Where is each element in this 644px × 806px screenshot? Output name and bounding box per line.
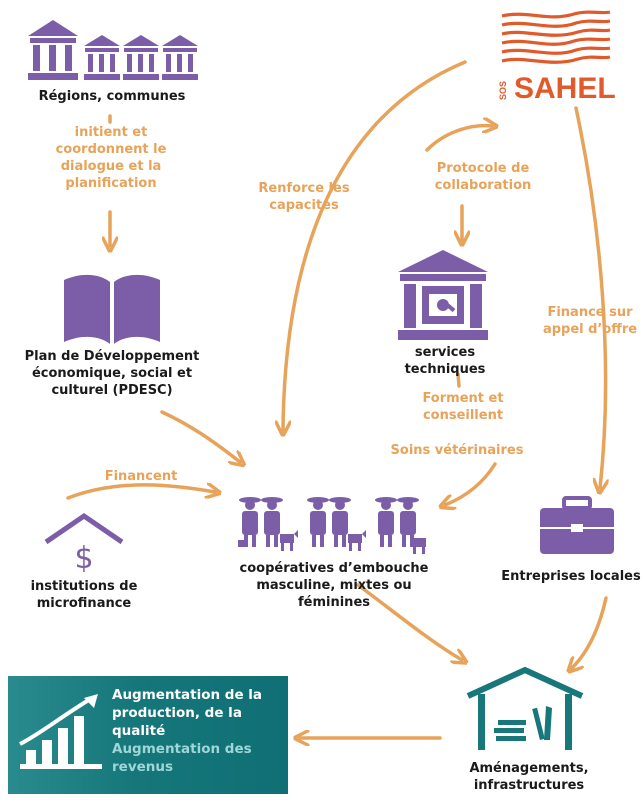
forment-label: Forment et conseillent <box>422 391 504 423</box>
svg-text:$: $ <box>74 541 93 572</box>
result-line-revenus: Augmentation des revenus <box>112 741 252 775</box>
renforce-label: Renforce les capacités <box>258 181 350 213</box>
financent-label: Financent <box>104 469 178 484</box>
toolbox-building-icon <box>398 250 488 340</box>
arrow-finance-entreprises <box>574 106 606 488</box>
growth-chart-icon <box>19 694 102 769</box>
result-text: Augmentation de la production, de la qua… <box>112 686 288 776</box>
initient-label: initient et coordonnent le dialogue et l… <box>55 125 167 191</box>
logo-prefix: SOS <box>498 80 508 100</box>
arrow-financent <box>66 485 215 498</box>
result-box: Augmentation de la production, de la qua… <box>8 676 288 794</box>
sos-sahel-logo: SOS SAHEL <box>498 8 616 108</box>
arrow-entreprises-amenag <box>572 596 608 668</box>
arrow-pdesc-coop <box>160 410 240 462</box>
dollar-house-icon: $ <box>44 512 124 572</box>
book-icon <box>64 274 160 344</box>
regions-label: Régions, communes <box>38 89 186 104</box>
cooperatives-people-livestock-icon <box>238 497 426 554</box>
services-label: services techniques <box>404 345 486 377</box>
arrow-services-tick <box>456 372 461 388</box>
warehouse-tools-icon <box>466 666 584 750</box>
soins-label: Soins vétérinaires <box>390 443 524 458</box>
arrow-protocole-up <box>425 126 492 152</box>
arrow-renforce <box>283 60 467 430</box>
finance-appel-label: Finance sur appel d’offre <box>542 305 638 337</box>
government-buildings-icon <box>28 20 198 80</box>
briefcase-icon <box>540 496 614 554</box>
arrow-forment <box>445 462 497 505</box>
cooperatives-label: coopératives d’embouche masculine, mixte… <box>239 561 429 610</box>
sahel-pattern-icon <box>498 8 614 72</box>
protocole-label: Protocole de collaboration <box>434 161 532 193</box>
result-line-production: Augmentation de la production, de la qua… <box>112 687 263 739</box>
entreprises-label: Entreprises locales <box>501 569 641 584</box>
arrow-coop-amenag <box>356 583 462 660</box>
microfinance-label: institutions de microfinance <box>30 579 138 611</box>
pdesc-label: Plan de Développement économique, social… <box>24 349 200 398</box>
logo-brand: SAHEL <box>514 72 616 105</box>
amenagements-label: Aménagements, infrastructures <box>469 761 589 793</box>
